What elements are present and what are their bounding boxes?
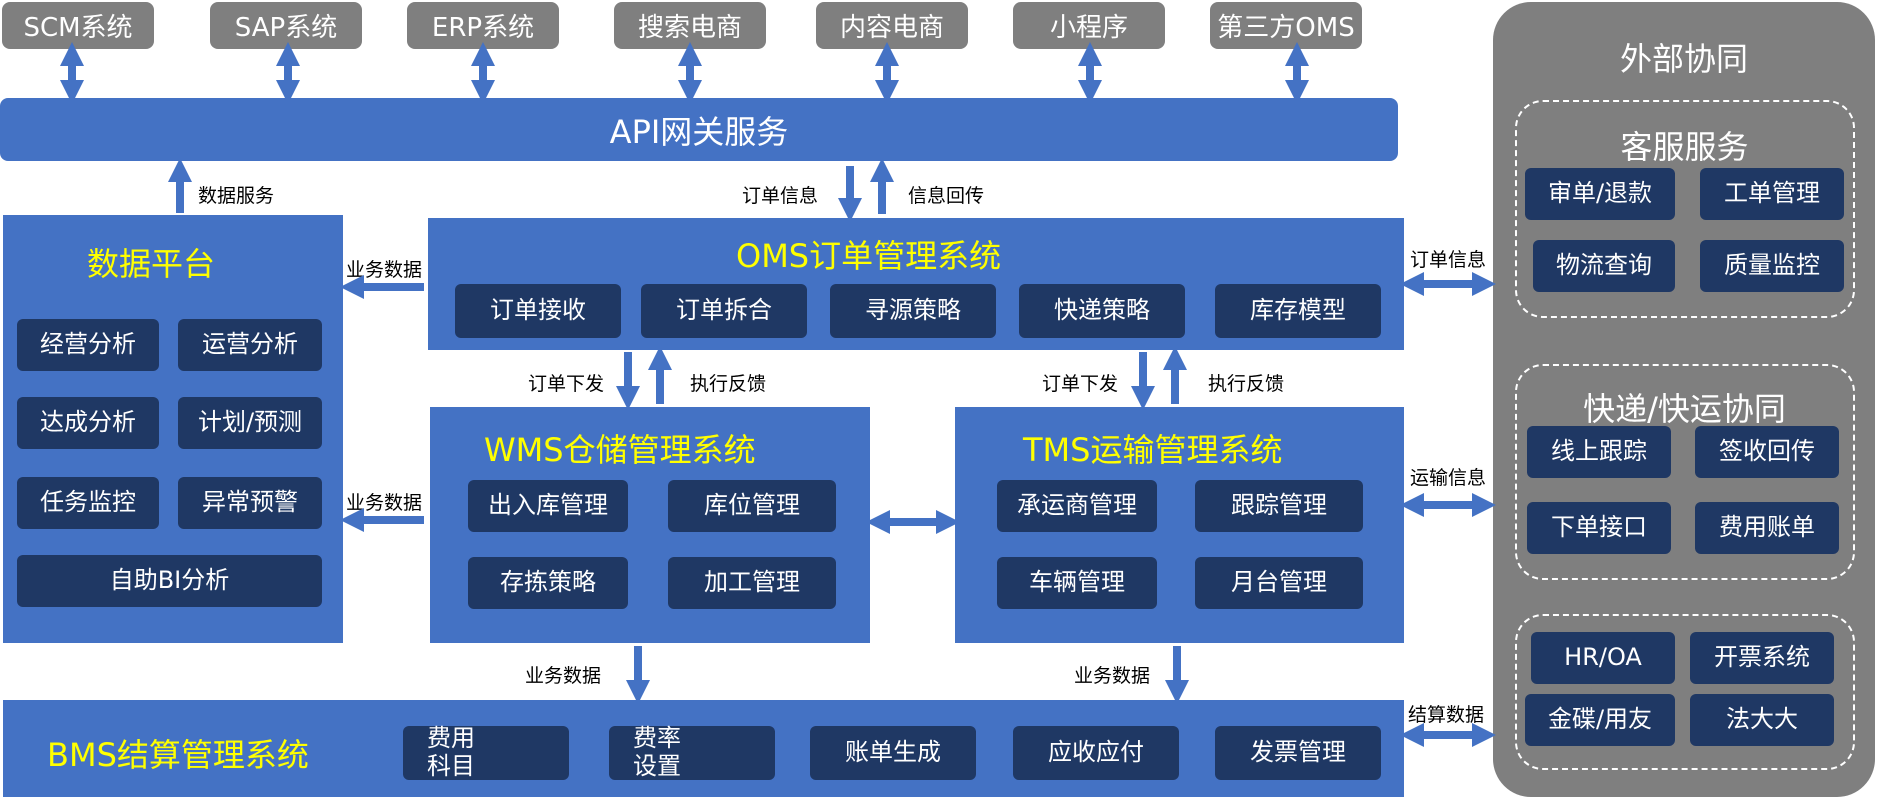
api-gateway: API网关服务 [0, 98, 1398, 161]
tms-item: 承运商管理 [997, 480, 1157, 532]
flow-label-exec-feedback: 执行反馈 [1208, 373, 1285, 395]
wms-item: 出入库管理 [468, 480, 628, 532]
flow-label-exec-feedback: 执行反馈 [690, 373, 767, 395]
wms-item: 库位管理 [668, 480, 836, 532]
flow-label-order-dispatch: 订单下发 [528, 373, 605, 395]
customer-service-item: 物流查询 [1533, 240, 1675, 292]
customer-service-group: 客服服务 审单/退款 工单管理 物流查询 质量监控 [1515, 100, 1855, 318]
ext-system-scm: SCM系统 [2, 2, 154, 49]
wms-title: WMS仓储管理系统 [484, 431, 756, 469]
oms-title: OMS订单管理系统 [736, 237, 1002, 275]
data-platform: 数据平台 经营分析 运营分析 达成分析 计划/预测 任务监控 异常预警 自助BI… [3, 215, 343, 643]
oms-item: 快递策略 [1019, 284, 1185, 338]
ext-system-third-party-oms: 第三方OMS [1210, 2, 1362, 49]
customer-service-item: 审单/退款 [1525, 168, 1675, 220]
data-platform-item: 经营分析 [17, 319, 159, 371]
api-gateway-label: API网关服务 [609, 112, 789, 151]
ext-system-erp: ERP系统 [407, 2, 559, 49]
external-collab-title: 外部协同 [1619, 40, 1748, 78]
wms-item: 存拣策略 [468, 557, 628, 609]
external-collab-panel: 外部协同 客服服务 审单/退款 工单管理 物流查询 质量监控 快递/快运协同 线… [1493, 2, 1875, 797]
bms-title: BMS结算管理系统 [47, 736, 309, 774]
other-systems-group: HR/OA 开票系统 金碟/用友 法大大 [1515, 614, 1855, 770]
flow-label-order-dispatch: 订单下发 [1042, 373, 1119, 395]
tms-title: TMS运输管理系统 [1023, 431, 1283, 469]
ext-system-search-ecommerce: 搜索电商 [614, 2, 766, 49]
tms-item: 车辆管理 [997, 557, 1157, 609]
oms-item: 订单拆合 [641, 284, 807, 338]
data-platform-item: 任务监控 [17, 477, 159, 529]
flow-label-business-data: 业务数据 [346, 259, 423, 281]
flow-label-settlement-data: 结算数据 [1408, 704, 1485, 726]
bms-item: 发票管理 [1215, 726, 1381, 780]
bms-item: 账单生成 [810, 726, 976, 780]
flow-label-order-info: 订单信息 [742, 185, 819, 207]
express-collab-item: 费用账单 [1695, 502, 1839, 554]
ext-system-mini-program: 小程序 [1013, 2, 1165, 49]
data-platform-item: 自助BI分析 [17, 555, 322, 607]
flow-label-info-return: 信息回传 [908, 185, 985, 207]
oms-item: 订单接收 [455, 284, 621, 338]
wms-item: 加工管理 [668, 557, 836, 609]
bms-item: 费用 科目 [403, 725, 569, 780]
express-collab-item: 下单接口 [1527, 502, 1671, 554]
oms-item: 寻源策略 [830, 284, 996, 338]
tms-item: 月台管理 [1195, 557, 1363, 609]
ext-system-content-ecommerce: 内容电商 [816, 2, 968, 49]
oms-item: 库存模型 [1215, 284, 1381, 338]
bms-item: 应收应付 [1013, 726, 1179, 780]
flow-label-data-service: 数据服务 [198, 185, 275, 207]
express-collab-group: 快递/快运协同 线上跟踪 签收回传 下单接口 费用账单 [1515, 364, 1855, 580]
data-platform-item: 运营分析 [178, 319, 322, 371]
flow-label-order-info: 订单信息 [1410, 249, 1487, 271]
express-collab-item: 线上跟踪 [1527, 426, 1671, 478]
flow-label-business-data: 业务数据 [1074, 665, 1151, 687]
ext-system-label: 搜索电商 [637, 13, 742, 43]
customer-service-item: 工单管理 [1700, 168, 1844, 220]
ext-system-label: 小程序 [1049, 13, 1128, 43]
ext-system-label: ERP系统 [431, 13, 535, 43]
express-collab-title: 快递/快运协同 [1583, 390, 1786, 428]
tms-item: 跟踪管理 [1195, 480, 1363, 532]
data-platform-item: 计划/预测 [178, 397, 322, 449]
bms-system: BMS结算管理系统 费用 科目 费率 设置 账单生成 应收应付 发票管理 [3, 700, 1404, 797]
data-platform-title: 数据平台 [87, 245, 216, 283]
tms-system: TMS运输管理系统 承运商管理 跟踪管理 车辆管理 月台管理 [955, 407, 1404, 643]
ext-system-label: SCM系统 [23, 13, 133, 43]
express-collab-item: 签收回传 [1695, 426, 1839, 478]
ext-system-sap: SAP系统 [210, 2, 362, 49]
other-system-item: 开票系统 [1690, 632, 1834, 684]
data-platform-item: 达成分析 [17, 397, 159, 449]
data-platform-item: 异常预警 [178, 477, 322, 529]
bms-item: 费率 设置 [609, 725, 775, 780]
customer-service-title: 客服服务 [1620, 128, 1749, 166]
other-system-item: 法大大 [1690, 694, 1834, 746]
flow-label-business-data: 业务数据 [346, 492, 423, 514]
flow-label-transport-info: 运输信息 [1410, 467, 1487, 489]
oms-system: OMS订单管理系统 订单接收 订单拆合 寻源策略 快递策略 库存模型 [428, 218, 1404, 350]
wms-system: WMS仓储管理系统 出入库管理 库位管理 存拣策略 加工管理 [430, 407, 870, 643]
other-system-item: HR/OA [1531, 632, 1675, 684]
flow-label-business-data: 业务数据 [525, 665, 602, 687]
ext-system-label: 内容电商 [839, 13, 944, 43]
ext-system-label: 第三方OMS [1217, 13, 1355, 43]
other-system-item: 金碟/用友 [1525, 694, 1675, 746]
customer-service-item: 质量监控 [1700, 240, 1844, 292]
ext-system-label: SAP系统 [234, 13, 338, 43]
